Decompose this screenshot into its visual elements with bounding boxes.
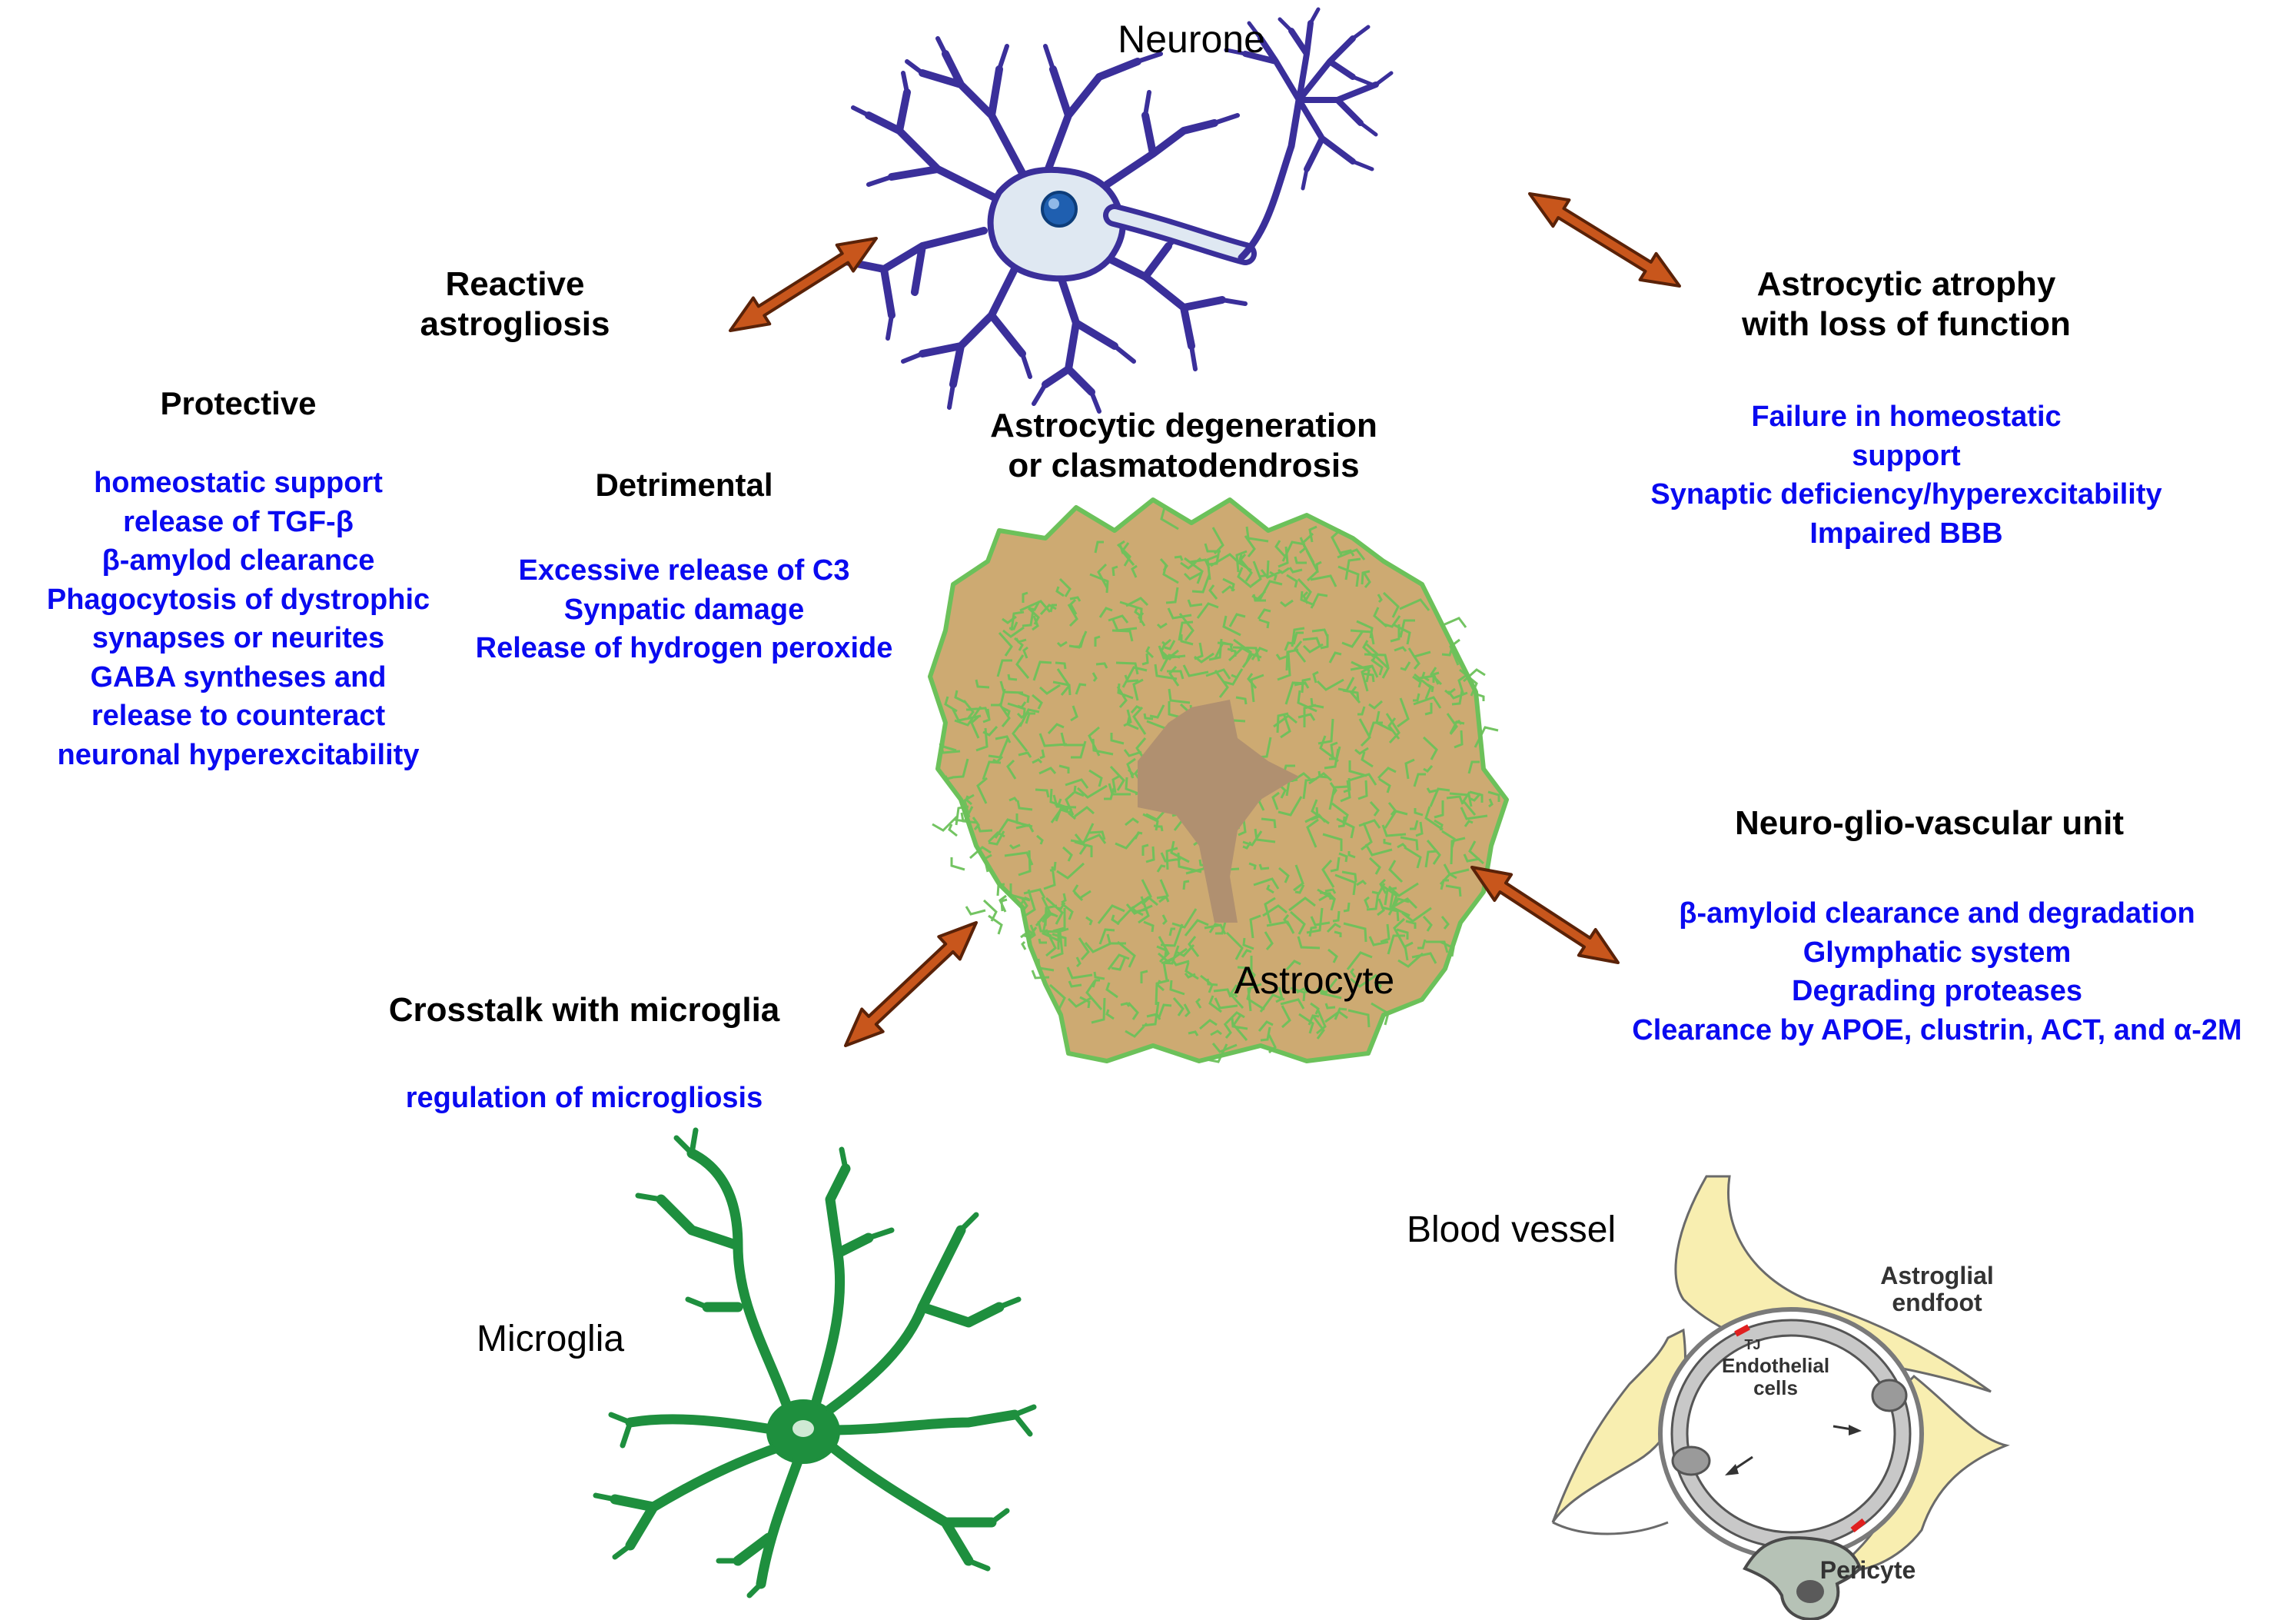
protective-heading: Protective: [160, 385, 317, 421]
list-item: release of TGF-β: [123, 505, 354, 538]
endothelial-cells-label: Endothelial cells: [1721, 1354, 1830, 1399]
list-item: β-amyloid clearance and degradation: [1679, 897, 2195, 930]
list-item: support: [1852, 439, 1961, 472]
arrow-neurone-reactive: [729, 237, 878, 332]
ngv-unit-title: Neuro-glio-vascular unit: [1734, 804, 2125, 842]
microglia-illustration: [593, 1127, 1037, 1598]
atrophy-title: Astrocytic atrophy with loss of function: [1742, 265, 2071, 343]
list-item: synapses or neurites: [91, 622, 385, 655]
blood-vessel-illustration: [1551, 1175, 2010, 1620]
astrocyte-illustration: [928, 497, 1509, 1063]
list-item: β-amylod clearance: [101, 544, 375, 577]
interaction-arrows: [729, 192, 1681, 1047]
list-item: Excessive release of C3: [518, 554, 850, 587]
list-item: Failure in homeostatic: [1751, 401, 2062, 433]
list-item: Impaired BBB: [1809, 517, 2003, 550]
astrocyte-label: Astrocyte: [1234, 959, 1395, 1002]
neurone-illustration: [824, 7, 1394, 414]
list-item: homeostatic support: [94, 467, 383, 499]
list-item: neuronal hyperexcitability: [57, 738, 420, 771]
arrow-neurone-atrophy: [1528, 192, 1681, 288]
detrimental-list: Excessive release of C3 Synpatic damage …: [461, 551, 907, 668]
atrophy-list: Failure in homeostatic support Synaptic …: [1607, 398, 2206, 553]
list-item: Clearance by APOE, clustrin, ACT, and α-…: [1632, 1013, 2242, 1046]
list-item: GABA syntheses and: [90, 660, 387, 694]
list-item: Phagocytosis of dystrophic: [46, 583, 430, 616]
pericyte-label: Pericyte: [1819, 1556, 1916, 1584]
ngv-unit-list: β-amyloid clearance and degradation Glym…: [1583, 894, 2291, 1050]
list-item: Synaptic deficiency/hyperexcitability: [1650, 478, 2162, 511]
neurone-label: Neurone: [1118, 18, 1265, 61]
list-item: Glymphatic system: [1803, 936, 2072, 969]
astroglial-endfoot-label: Astroglial endfoot: [1880, 1262, 1994, 1317]
reactive-astrogliosis-title: Reactive astrogliosis: [420, 265, 610, 343]
list-item: Release of hydrogen peroxide: [475, 632, 893, 665]
list-item: Synpatic damage: [563, 593, 805, 626]
protective-list: homeostatic support release of TGF-β β-a…: [15, 464, 461, 774]
microglia-label: Microglia: [477, 1319, 625, 1359]
degeneration-title: Astrocytic degeneration or clasmatodendr…: [990, 407, 1377, 484]
list-item: regulation of microgliosis: [405, 1082, 763, 1114]
detrimental-heading: Detrimental: [595, 467, 773, 503]
blood-vessel-label: Blood vessel: [1407, 1209, 1617, 1250]
arrow-astrocyte-vessel: [1470, 866, 1620, 964]
crosstalk-list: regulation of microgliosis: [354, 1079, 815, 1118]
tight-junction-label: TJ: [1744, 1337, 1761, 1352]
list-item: release to counteract: [91, 700, 386, 733]
arrow-astrocyte-microglia: [844, 921, 978, 1047]
crosstalk-title: Crosstalk with microglia: [388, 991, 780, 1029]
list-item: Degrading proteases: [1792, 975, 2082, 1008]
